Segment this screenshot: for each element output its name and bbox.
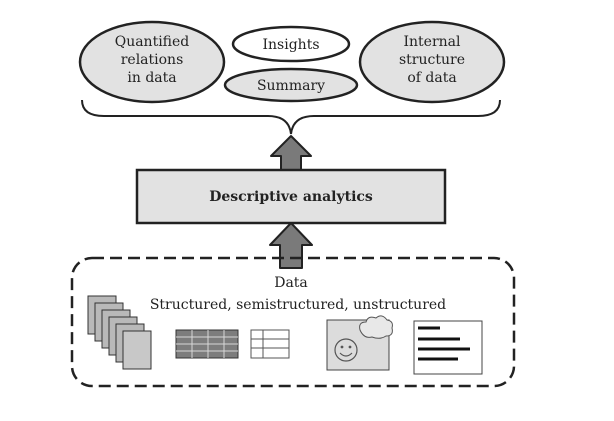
smiley-icon [334,338,358,362]
image-icon [326,315,393,371]
insights-label: Insights [263,37,320,53]
data-types-label: Structured, semistructured, unstructured [150,297,446,313]
arrow-up-lower [269,222,313,269]
grouping-brace [81,99,501,135]
document-stack-icon [87,295,152,370]
arrow-up-upper [270,135,312,171]
output-summary: Summary [223,67,359,103]
semistructured-table-icon [250,329,290,359]
quantified-line-2: relations [121,52,184,68]
descriptive-analytics-label: Descriptive analytics [209,189,373,205]
data-container [70,256,516,388]
data-title: Data [274,275,308,291]
output-quantified-relations: Quantified relations in data [78,20,226,104]
cloud-icon [359,315,393,339]
internal-line-3: of data [407,70,456,86]
text-document-icon [413,320,483,375]
output-internal-structure: Internal structure of data [358,20,506,104]
descriptive-analytics-box: Descriptive analytics [135,168,447,225]
quantified-line-3: in data [127,70,176,86]
quantified-line-1: Quantified [115,34,190,50]
internal-line-1: Internal [404,34,462,50]
internal-line-2: structure [399,52,465,68]
output-insights: Insights [231,25,351,63]
summary-label: Summary [257,78,325,94]
table-icon [175,329,239,359]
